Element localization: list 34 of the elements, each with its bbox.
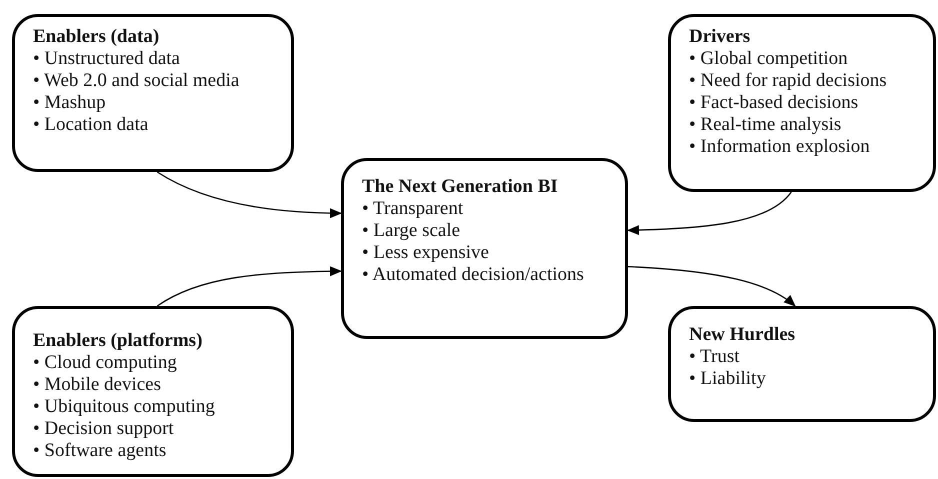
rounded-box	[12, 306, 294, 477]
rounded-box	[668, 306, 936, 422]
list-item: • Mobile devices	[33, 374, 162, 396]
list-item: • Less expensive	[362, 242, 490, 264]
list-item: • Liability	[689, 368, 767, 390]
box-heading: Enablers (data)	[33, 25, 160, 48]
rounded-box	[12, 14, 294, 172]
list-item: • Unstructured data	[33, 48, 181, 70]
list-item: • Global competition	[689, 48, 849, 70]
list-item: • Software agents	[33, 440, 168, 462]
list-item: • Information explosion	[689, 136, 871, 158]
curved-arrow	[156, 171, 342, 218]
curved-arrow	[627, 192, 792, 236]
list-item: • Transparent	[362, 198, 464, 220]
list-item: • Large scale	[362, 220, 462, 242]
list-item: • Web 2.0 and social media	[33, 70, 240, 92]
list-item: • Trust	[689, 346, 740, 368]
list-item: • Cloud computing	[33, 352, 178, 374]
rounded-box	[668, 14, 936, 192]
list-item: • Location data	[33, 114, 150, 136]
list-item: • Mashup	[33, 92, 107, 114]
box-heading: The Next Generation BI	[362, 175, 559, 198]
curved-arrow	[628, 266, 796, 307]
list-item: • Decision support	[33, 418, 175, 440]
list-item: • Automated decision/actions	[362, 264, 585, 286]
box-heading: Drivers	[689, 25, 752, 48]
list-item: • Fact-based decisions	[689, 92, 860, 114]
list-item: • Ubiquitous computing	[33, 396, 216, 418]
box-heading: Enablers (platforms)	[33, 329, 204, 352]
rounded-box	[341, 158, 628, 339]
curved-arrow	[156, 266, 342, 307]
box-heading: New Hurdles	[689, 323, 796, 346]
list-item: • Real-time analysis	[689, 114, 842, 136]
list-item: • Need for rapid decisions	[689, 70, 888, 92]
